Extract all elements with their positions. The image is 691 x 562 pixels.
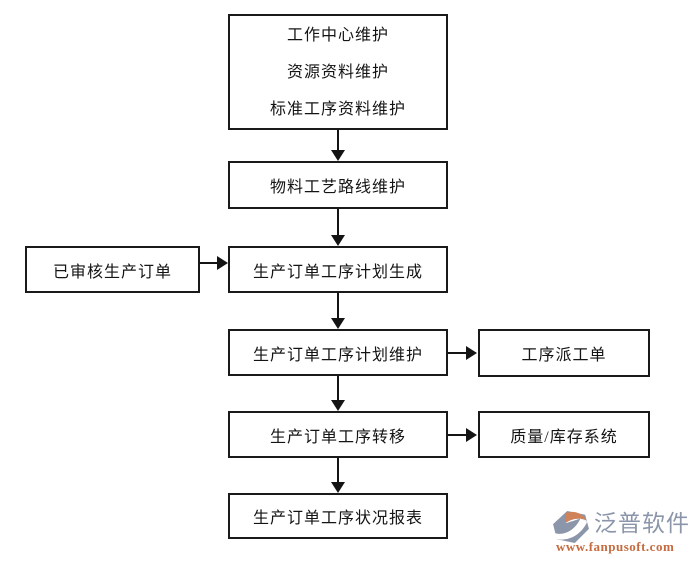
arrow-shaft [337, 209, 339, 236]
node-operation-transfer: 生产订单工序转移 [228, 411, 448, 458]
fanpu-logo: 泛普软件 www.fanpusoft.com [548, 508, 689, 558]
arrow-shaft [448, 352, 467, 354]
node-label: 工序派工单 [521, 347, 607, 364]
node-operation-status-report: 生产订单工序状况报表 [228, 493, 448, 539]
arrow-head-right-icon [217, 256, 228, 270]
arrow-head-down-icon [331, 318, 345, 329]
arrow-head-right-icon [466, 428, 477, 442]
arrow-shaft [448, 434, 467, 436]
arrow-head-down-icon [331, 400, 345, 411]
arrow-head-down-icon [331, 235, 345, 246]
node-label: 生产订单工序计划维护 [252, 346, 423, 364]
arrow-shaft [337, 376, 339, 401]
node-operation-plan-generation: 生产订单工序计划生成 [228, 246, 448, 293]
arrow-head-right-icon [466, 346, 477, 360]
node-label: 生产订单工序转移 [269, 428, 406, 446]
node-operation-dispatch-order: 工序派工单 [478, 329, 650, 377]
node-label: 质量/库存系统 [510, 428, 618, 446]
fanpu-logo-url: www.fanpusoft.com [556, 539, 675, 554]
node-material-routing-maintenance: 物料工艺路线维护 [228, 161, 448, 209]
arrow-shaft [337, 130, 339, 151]
node-label: 工作中心维护 [286, 26, 389, 44]
node-label: 生产订单工序状况报表 [252, 510, 423, 527]
node-label: 资源资料维护 [286, 63, 389, 81]
arrow-head-down-icon [331, 150, 345, 161]
node-approved-production-order: 已审核生产订单 [25, 246, 200, 293]
arrow-head-down-icon [331, 482, 345, 493]
node-label: 标准工序资料维护 [269, 100, 406, 118]
node-master-data-maintenance: 工作中心维护 资源资料维护 标准工序资料维护 [228, 14, 448, 130]
fanpu-logo-text: 泛普软件 [594, 510, 690, 536]
node-quality-inventory-system: 质量/库存系统 [478, 411, 650, 458]
node-label: 物料工艺路线维护 [269, 179, 406, 196]
arrow-shaft [200, 262, 218, 264]
node-label: 生产订单工序计划生成 [252, 263, 423, 281]
node-label: 已审核生产订单 [52, 263, 172, 281]
fanpu-logo-icon [553, 510, 589, 544]
arrow-shaft [337, 293, 339, 319]
node-operation-plan-maintenance: 生产订单工序计划维护 [228, 329, 448, 376]
arrow-shaft [337, 458, 339, 483]
